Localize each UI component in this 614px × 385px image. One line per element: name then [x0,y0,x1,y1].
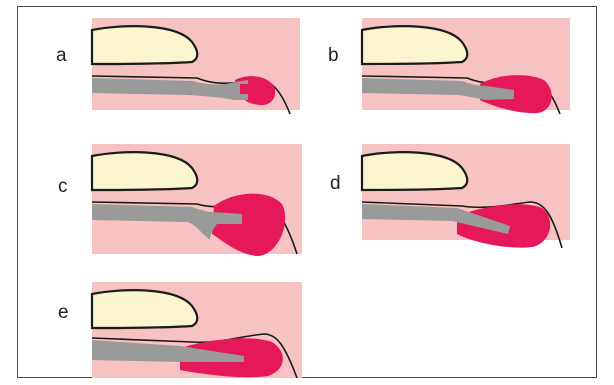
panel-e-illustration [92,282,302,382]
panel-label-d: d [330,174,341,193]
panel-label-a: a [56,46,67,65]
panel-label-e: e [58,303,69,322]
panel-c-illustration [92,144,302,266]
panel-label-c: c [58,177,68,196]
panel-b-illustration [362,18,570,124]
panel-d-illustration [362,144,570,254]
panel-label-b: b [328,46,339,65]
panel-a-illustration [92,18,300,124]
